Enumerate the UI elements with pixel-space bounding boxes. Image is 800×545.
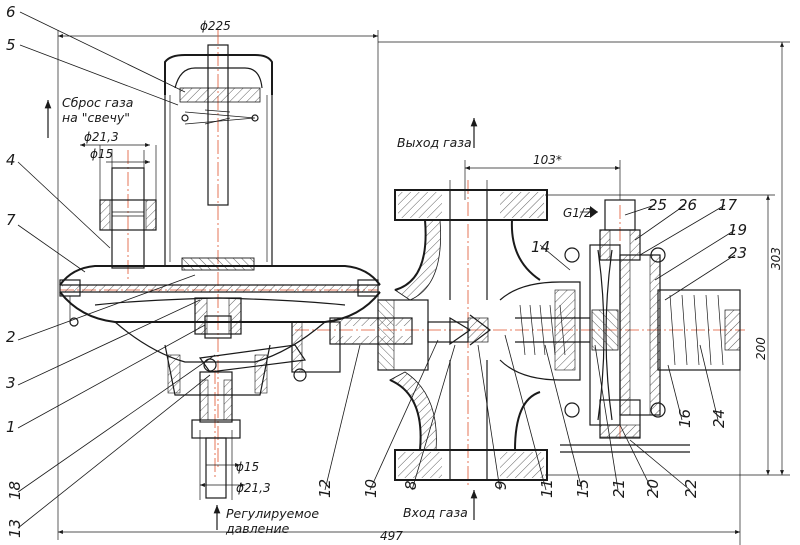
pilot-assembly bbox=[499, 199, 741, 453]
callout-21: 21 bbox=[610, 479, 628, 498]
valve-body bbox=[389, 180, 548, 481]
callout-23: 23 bbox=[728, 244, 747, 262]
control-pipe bbox=[191, 371, 245, 500]
spring-housing bbox=[164, 44, 273, 265]
callout-7: 7 bbox=[6, 211, 16, 229]
diaphragm-housing bbox=[59, 257, 381, 396]
dim-21-3-top: ϕ21,3 bbox=[84, 130, 119, 144]
callout-2: 2 bbox=[6, 328, 16, 346]
callout-6: 6 bbox=[6, 3, 16, 21]
callout-16: 16 bbox=[676, 409, 694, 428]
callout-1: 1 bbox=[6, 418, 16, 436]
dim-303: 303 bbox=[769, 247, 783, 270]
callout-13: 13 bbox=[6, 519, 24, 538]
vent-pipe bbox=[80, 143, 157, 269]
callout-labels: 6 5 4 7 2 3 1 18 13 12 10 8 9 11 15 21 2… bbox=[6, 3, 747, 538]
callout-18: 18 bbox=[6, 481, 24, 500]
outlet-note: Выход газа bbox=[397, 135, 472, 150]
dim-225: ϕ225 bbox=[200, 19, 231, 33]
callout-10: 10 bbox=[362, 479, 380, 498]
callout-25: 25 bbox=[648, 196, 667, 214]
callout-4: 4 bbox=[6, 151, 16, 169]
callout-5: 5 bbox=[6, 36, 16, 54]
callout-22: 22 bbox=[682, 479, 700, 498]
vent-note-line1: Сброс газа bbox=[62, 95, 133, 110]
callout-15: 15 bbox=[574, 479, 592, 498]
dim-g12: G1/2 bbox=[563, 206, 592, 220]
dim-103: 103* bbox=[533, 153, 562, 167]
dimension-frame bbox=[57, 30, 790, 545]
callout-8: 8 bbox=[402, 480, 420, 490]
regulated-note-line1: Регулируемое bbox=[226, 506, 319, 521]
dim-15-bottom: ϕ15 bbox=[236, 460, 259, 474]
dim-497: 497 bbox=[380, 529, 403, 543]
callout-12: 12 bbox=[316, 479, 334, 498]
center-lines bbox=[60, 30, 745, 485]
callout-17: 17 bbox=[718, 196, 738, 214]
callout-26: 26 bbox=[678, 196, 697, 214]
dim-15-top: ϕ15 bbox=[90, 147, 113, 161]
callout-14: 14 bbox=[531, 238, 550, 256]
callout-19: 19 bbox=[728, 221, 747, 239]
flow-arrows bbox=[44, 100, 478, 530]
dim-21-3-bottom: ϕ21,3 bbox=[236, 481, 271, 495]
callout-20: 20 bbox=[644, 479, 662, 498]
callout-11: 11 bbox=[538, 479, 556, 498]
callout-24: 24 bbox=[710, 409, 728, 428]
vent-note-line2: на "свечу" bbox=[62, 110, 130, 125]
callout-9: 9 bbox=[492, 480, 510, 490]
dim-200: 200 bbox=[754, 337, 768, 360]
valve-stem bbox=[329, 299, 491, 371]
inlet-note: Вход газа bbox=[403, 505, 468, 520]
leader-lines bbox=[17, 11, 736, 529]
regulated-note-line2: давление bbox=[225, 521, 290, 536]
callout-3: 3 bbox=[6, 374, 16, 392]
